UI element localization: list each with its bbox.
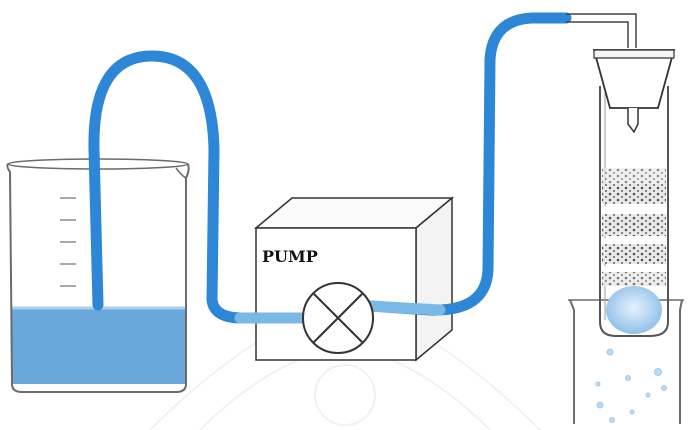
source-water <box>12 308 186 384</box>
chromatography-column <box>592 49 676 337</box>
pump-rotor-x-icon <box>302 282 374 354</box>
pump-label: PUMP <box>262 247 318 266</box>
beaker-glass-icon <box>6 163 190 393</box>
connector-pipe <box>566 13 637 48</box>
bubbles <box>595 348 667 423</box>
eluate-drop <box>606 286 662 334</box>
delivery-tube <box>88 12 572 324</box>
graduation-marks <box>60 197 76 287</box>
column-packing <box>602 168 666 286</box>
funnel-icon <box>592 49 676 109</box>
